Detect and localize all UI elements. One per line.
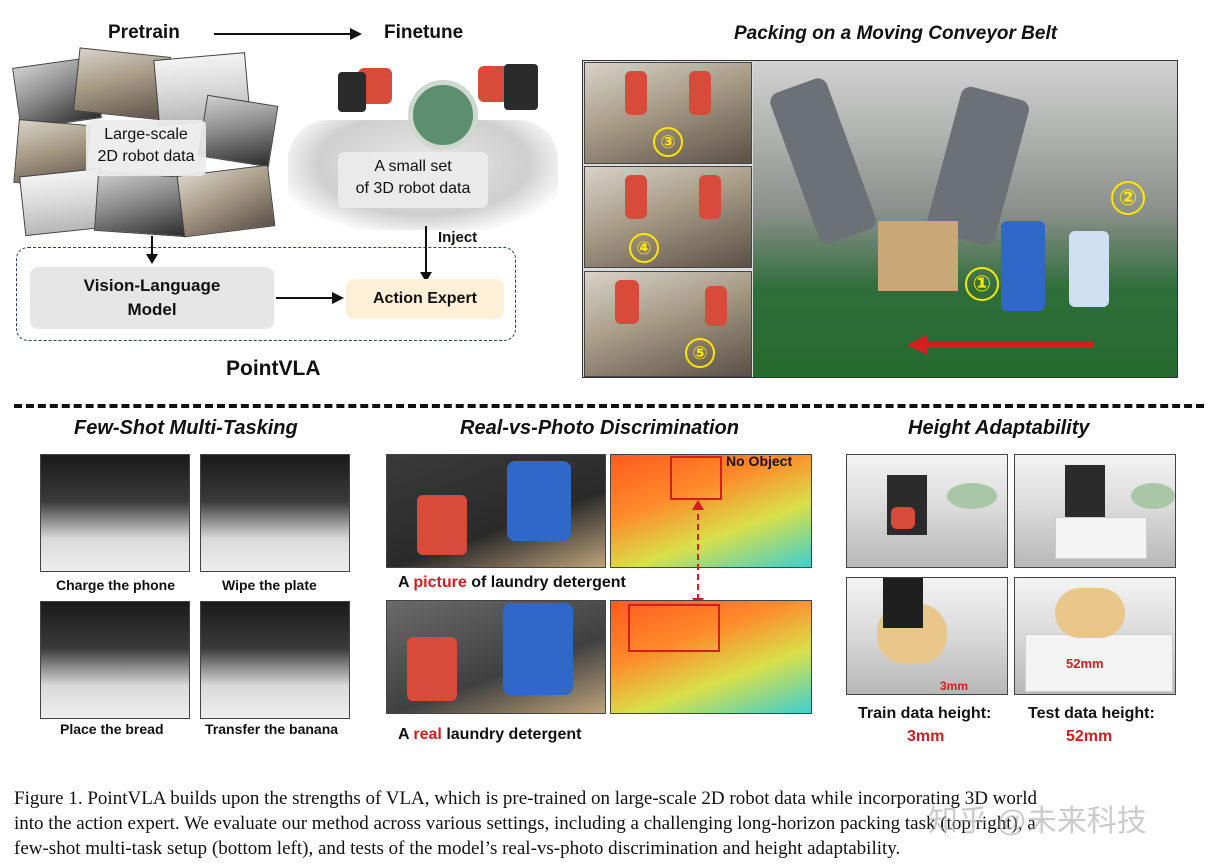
- step5-photo: ⑤: [584, 271, 752, 377]
- vlm-box: Vision-Language Model: [30, 267, 274, 329]
- task-label-charge-phone: Charge the phone: [56, 577, 176, 593]
- task-photo-place-bread: [40, 601, 190, 719]
- small-set-line1: A small set: [374, 158, 452, 175]
- figure-caption: Figure 1. PointVLA builds upon the stren…: [14, 786, 1214, 861]
- vlm-line2: Model: [127, 300, 177, 319]
- pointvla-dashed-box: [16, 247, 516, 341]
- task-photo-charge-phone: [40, 454, 190, 572]
- real-vs-photo-title: Real-vs-Photo Discrimination: [460, 417, 739, 439]
- few-shot-title: Few-Shot Multi-Tasking: [74, 417, 298, 439]
- real-caption: A real laundry detergent: [398, 726, 581, 744]
- task-photo-transfer-banana: [200, 601, 350, 719]
- test-height-label: Test data height:: [1028, 705, 1155, 722]
- real-caption-red: real: [413, 726, 442, 743]
- real-depth-map: [610, 600, 812, 714]
- photo-caption-b: of laundry detergent: [466, 574, 626, 591]
- real-detergent-image: [386, 600, 606, 714]
- train-small-height-label: 3mm: [940, 679, 969, 693]
- step1-number: ①: [965, 267, 999, 301]
- test-height-photo-top: [1014, 454, 1176, 568]
- train-height-photo-top: [846, 454, 1008, 568]
- task-label-place-bread: Place the bread: [60, 721, 164, 737]
- step3-photo: ③: [584, 62, 752, 164]
- pointvla-label: PointVLA: [226, 357, 321, 380]
- action-expert-box: Action Expert: [346, 279, 504, 319]
- point-cloud-render: A small set of 3D robot data: [278, 60, 568, 230]
- small-set-line2: of 3D robot data: [355, 180, 471, 197]
- task-label-transfer-banana: Transfer the banana: [205, 721, 339, 737]
- step5-number: ⑤: [685, 338, 715, 368]
- step4-photo: ④: [584, 166, 752, 268]
- train-height-value: 3mm: [907, 728, 945, 745]
- comparison-dashed-arrow: [692, 500, 704, 608]
- main-conveyor-photo: ① ②: [753, 61, 1177, 377]
- real-caption-b: laundry detergent: [441, 726, 582, 743]
- task-photo-wipe-plate: [200, 454, 350, 572]
- task-label-wipe-plate: Wipe the plate: [222, 577, 317, 593]
- pretrain-to-finetune-arrow: [214, 28, 362, 40]
- small-set-label-box: A small set of 3D robot data: [338, 152, 488, 208]
- no-object-box: [670, 456, 722, 500]
- photo-caption: A picture of laundry detergent: [398, 574, 626, 592]
- test-height-value: 52mm: [1066, 728, 1113, 745]
- inject-label: Inject: [438, 229, 478, 246]
- large-scale-line2: 2D robot data: [97, 148, 195, 165]
- robot-photo-collage: Large-scale 2D robot data: [12, 47, 279, 238]
- finetune-label: Finetune: [384, 22, 464, 43]
- large-scale-label-box: Large-scale 2D robot data: [86, 120, 206, 176]
- train-height-label: Train data height:: [858, 705, 992, 722]
- caption-line3: few-shot multi-task setup (bottom left),…: [14, 838, 901, 859]
- photo-depth-map: [610, 454, 812, 568]
- test-small-height-label: 52mm: [1066, 656, 1104, 671]
- caption-line1: Figure 1. PointVLA builds upon the stren…: [14, 788, 1037, 809]
- pretrain-down-arrow: [146, 236, 158, 264]
- conveyor-title: Packing on a Moving Conveyor Belt: [734, 23, 1058, 44]
- step3-number: ③: [653, 127, 683, 157]
- vlm-to-expert-arrow: [276, 292, 344, 304]
- photo-caption-red: picture: [413, 574, 467, 591]
- no-object-label: No Object: [726, 453, 793, 469]
- train-height-photo-closeup: [846, 577, 1008, 695]
- section-divider: [14, 404, 1204, 408]
- step2-number: ②: [1111, 181, 1145, 215]
- pretrain-label: Pretrain: [108, 22, 180, 43]
- real-caption-a: A: [398, 726, 414, 743]
- photo-of-detergent-image: [386, 454, 606, 568]
- inject-down-arrow: [420, 226, 432, 282]
- caption-line2: into the action expert. We evaluate our …: [14, 813, 1036, 834]
- photo-caption-a: A: [398, 574, 414, 591]
- height-title: Height Adaptability: [908, 417, 1090, 439]
- real-object-box: [628, 604, 720, 652]
- watermark: 知乎 @未来科技: [928, 805, 1147, 838]
- large-scale-line1: Large-scale: [104, 126, 188, 143]
- vlm-line1: Vision-Language: [83, 276, 221, 295]
- conveyor-panel: ③ ④ ⑤ ① ②: [582, 60, 1178, 378]
- test-height-photo-closeup: [1014, 577, 1176, 695]
- step4-number: ④: [629, 233, 659, 263]
